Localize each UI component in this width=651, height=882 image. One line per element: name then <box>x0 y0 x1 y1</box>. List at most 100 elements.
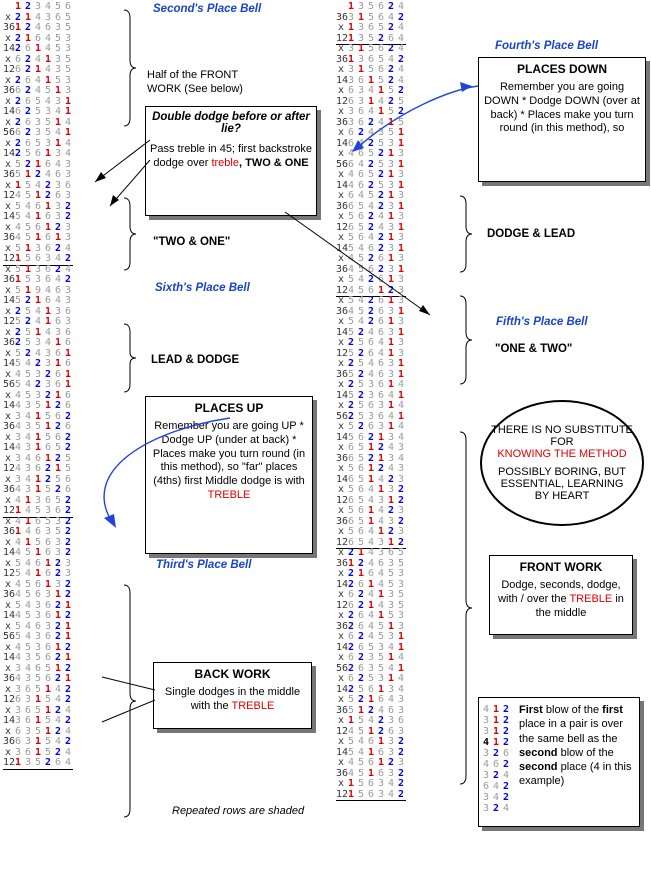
bell-digit: 4 <box>14 515 22 527</box>
bell-digit: 5 <box>357 442 365 453</box>
bell-digit: 2 <box>24 295 32 306</box>
bell-digit: 3 <box>397 463 405 474</box>
bell-digit: 1 <box>397 410 405 422</box>
row-label: x <box>4 305 12 317</box>
bell-digit: 1 <box>34 431 42 443</box>
bell-digit: 3 <box>397 232 405 243</box>
bell-digit: 4 <box>367 589 375 600</box>
brace-lead-dodge <box>123 323 137 393</box>
row-label: x <box>4 410 12 422</box>
row-label: 36 <box>3 85 16 96</box>
bell-digit: 3 <box>377 536 385 548</box>
bell-digit: 2 <box>64 431 72 443</box>
bell-digit: 5 <box>64 11 72 23</box>
row-label: 14 <box>336 179 349 191</box>
oval-line1: THERE IS NO SUBSTITUTE FOR <box>491 424 633 448</box>
bell-digit: 1 <box>24 32 32 44</box>
bell-digit: 5 <box>387 568 395 579</box>
bell-digit: 4 <box>14 484 22 495</box>
bell-digit: 2 <box>54 631 62 642</box>
bell-digit: 2 <box>64 578 72 590</box>
bell-digit: 1 <box>397 242 405 254</box>
title-third-place-bell: Third's Place Bell <box>156 559 252 571</box>
bell-digit: 5 <box>34 725 42 737</box>
bell-digit: 2 <box>54 400 62 411</box>
row-label: x <box>4 557 12 569</box>
bell-digit: 1 <box>357 547 365 558</box>
bell-digit: 1 <box>14 505 22 516</box>
bell-digit: 4 <box>24 211 32 222</box>
bell-digit: 1 <box>14 179 22 191</box>
bell-digit: 5 <box>347 463 355 474</box>
bell-digit: 2 <box>64 547 72 558</box>
bell-digit: 1 <box>367 599 375 611</box>
bell-digit: 2 <box>367 704 375 716</box>
bell-digit: 5 <box>347 347 355 359</box>
bell-digit: 6 <box>357 526 365 537</box>
bell-digit: 6 <box>357 620 365 632</box>
bell-digit: 5 <box>377 620 385 632</box>
row-label: x <box>4 494 12 506</box>
bell-digit: 6 <box>54 190 62 201</box>
bell-digit: 1 <box>377 757 385 768</box>
bell-digit: 4 <box>64 704 72 716</box>
bell-digit: 2 <box>14 116 22 128</box>
bell-digit: 4 <box>377 347 385 359</box>
bell-digit: 6 <box>34 557 42 569</box>
bell-digit: 4 <box>24 505 32 516</box>
bell-digit: 2 <box>54 599 62 611</box>
bell-digit: 5 <box>387 127 395 138</box>
bell-digit: 6 <box>357 169 365 180</box>
bell-digit: 1 <box>367 694 375 705</box>
front-work-treble: TREBLE <box>569 592 613 605</box>
bell-digit: 3 <box>397 148 405 159</box>
row-label: x <box>4 683 12 695</box>
bell-digit: 1 <box>397 263 405 275</box>
row-label: 12 <box>3 757 16 768</box>
bell-digit: 4 <box>357 137 365 149</box>
bell-digit: 2 <box>64 694 72 705</box>
bell-digit: 4 <box>44 326 52 338</box>
bell-digit: 3 <box>24 736 32 747</box>
bell-digit: 2 <box>357 127 365 138</box>
bell-digit: 6 <box>357 148 365 159</box>
bell-digit: 5 <box>347 326 355 338</box>
bell-digit: 6 <box>367 683 375 695</box>
bell-digit: 1 <box>347 22 355 33</box>
bell-digit: 2 <box>397 536 405 548</box>
bell-digit: 2 <box>14 11 22 23</box>
bell-digit: 5 <box>54 32 62 44</box>
row-label: 14 <box>336 746 349 758</box>
row-label: 36 <box>3 337 16 348</box>
bell-digit: 5 <box>24 274 32 285</box>
bell-digit: 4 <box>387 389 395 401</box>
bell-digit: 3 <box>64 85 72 96</box>
bell-digit: 5 <box>387 85 395 96</box>
bell-digit: 6 <box>64 358 72 369</box>
bell-digit: 1 <box>377 484 385 495</box>
bell-digit: 4 <box>347 305 355 317</box>
row-label: 12 <box>336 536 349 548</box>
bell-digit: 1 <box>54 662 62 674</box>
bell-digit: 3 <box>387 484 395 495</box>
bell-digit: 6 <box>44 599 52 611</box>
row-label: x <box>337 127 345 138</box>
bell-digit: 4 <box>367 232 375 243</box>
bell-digit: 4 <box>24 200 32 212</box>
bell-digit: 2 <box>377 232 385 243</box>
bell-digit: 2 <box>387 757 395 768</box>
row-label: x <box>4 620 12 632</box>
bell-digit: 2 <box>367 179 375 191</box>
